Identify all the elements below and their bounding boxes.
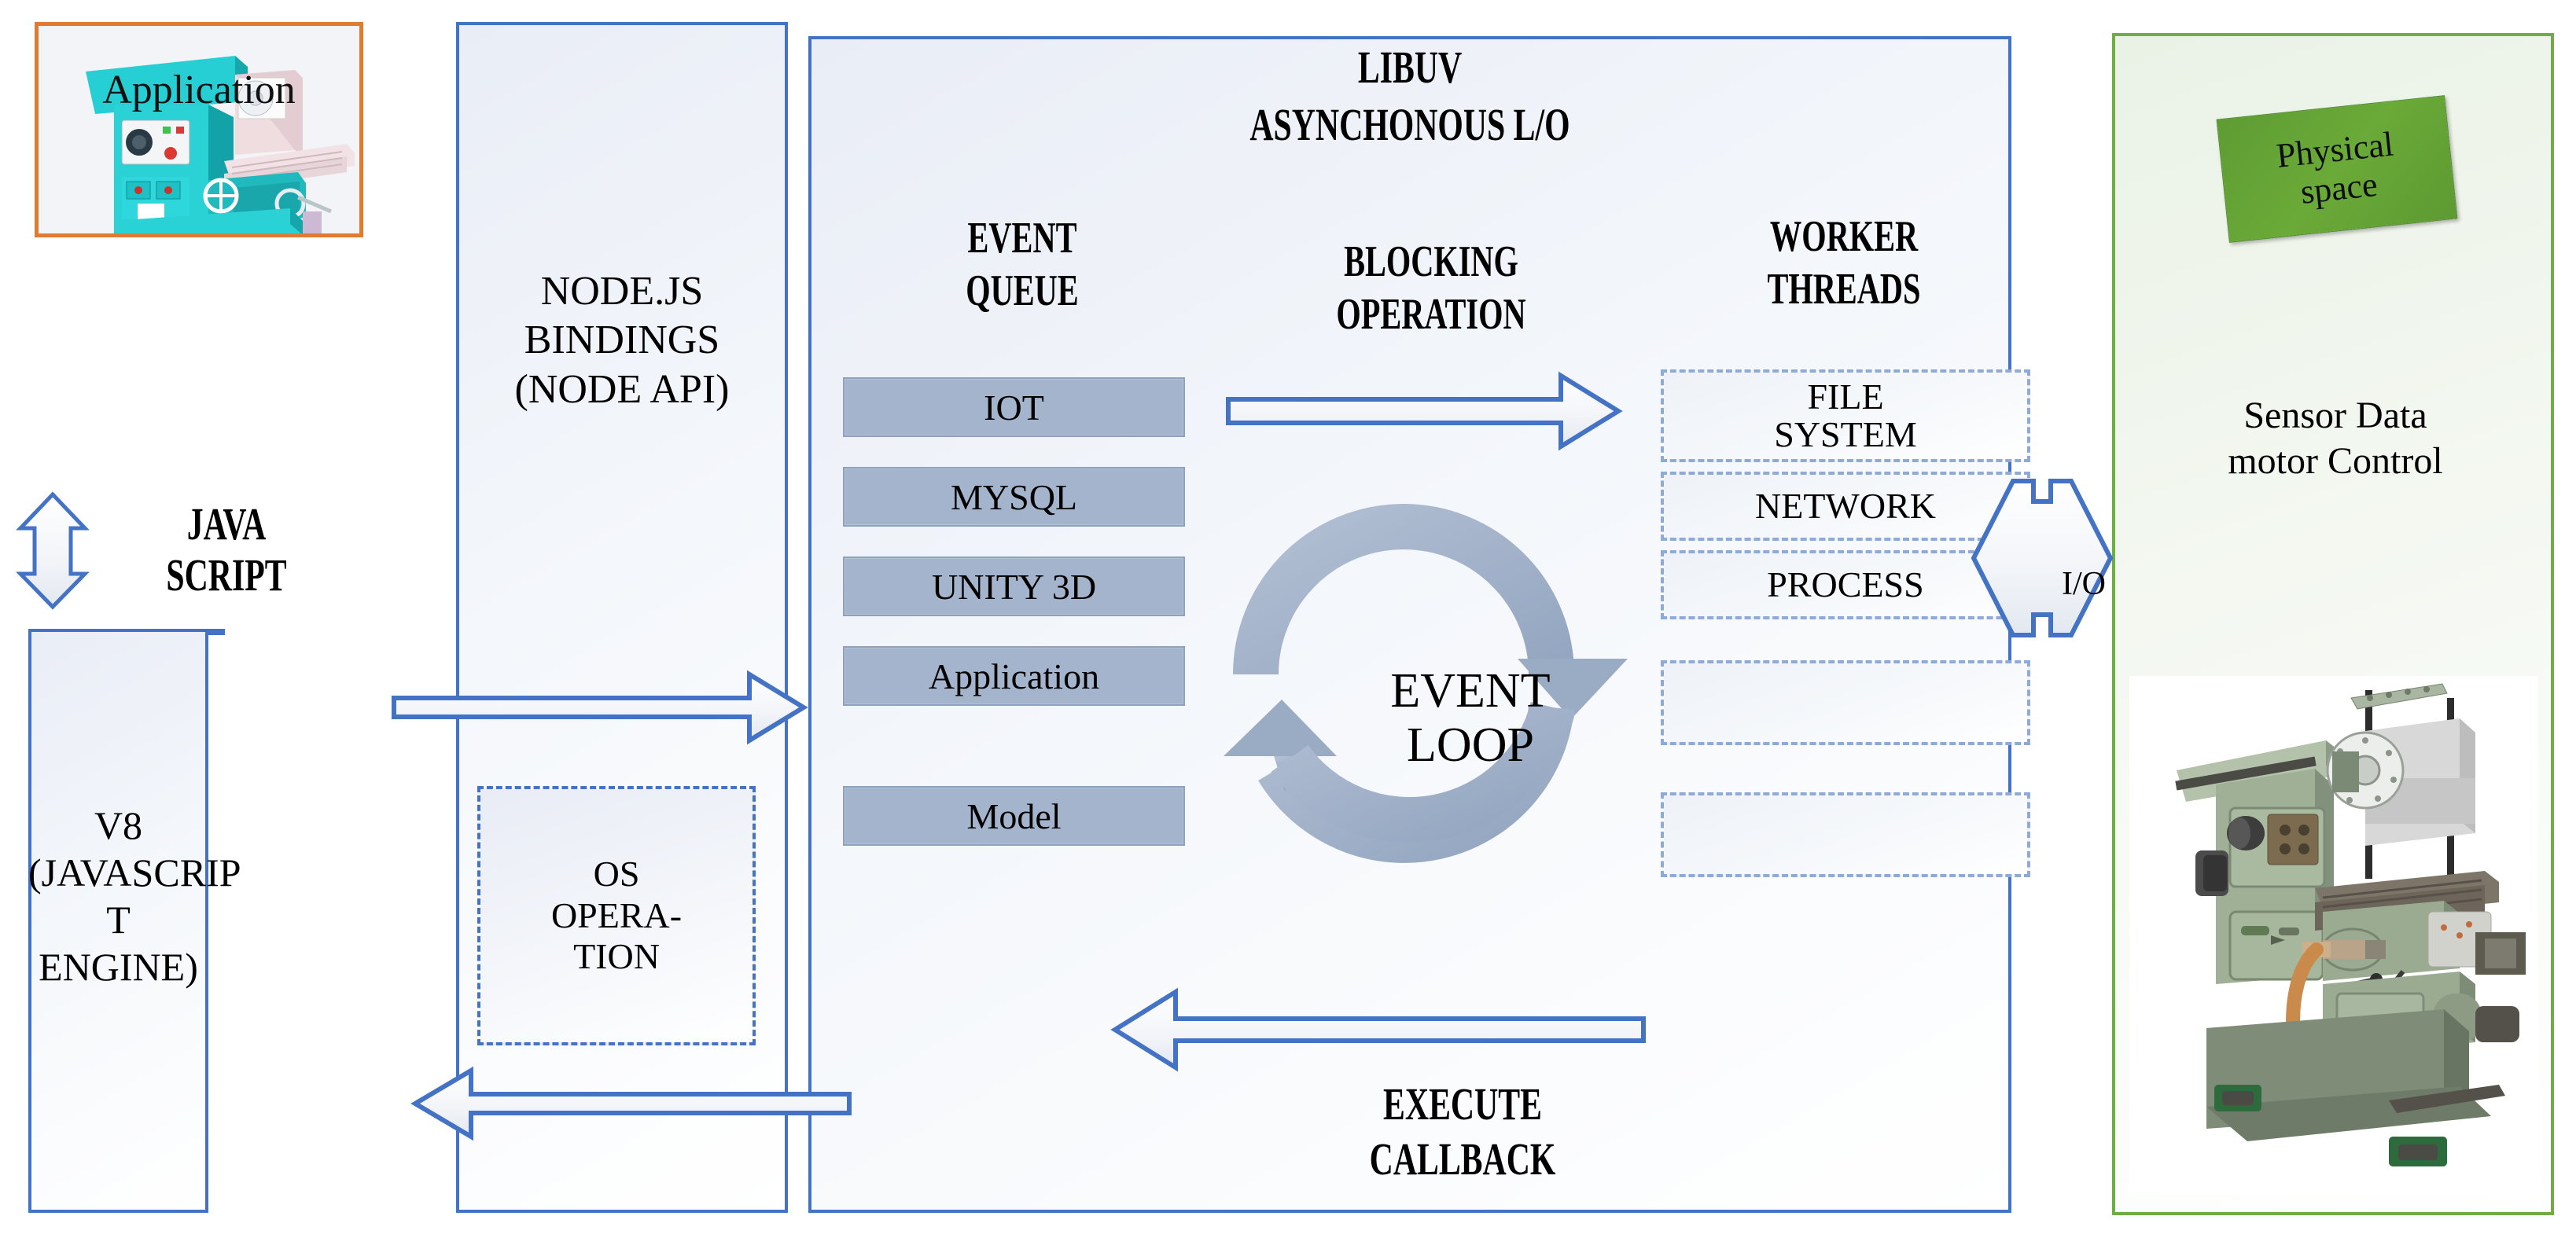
- event-queue-item-unity-3d[interactable]: UNITY 3D: [843, 557, 1185, 616]
- blocking-operation-header: BLOCKING OPERATION: [1336, 237, 1526, 340]
- worker-thread-file-system[interactable]: FILE SYSTEM: [1661, 369, 2030, 462]
- os-operation-box: OS OPERA- TION: [477, 786, 756, 1045]
- event-queue-item-model[interactable]: Model: [843, 786, 1185, 846]
- worker-threads-header: WORKER THREADS: [1767, 212, 1921, 314]
- physical-space-note: Physical space: [2216, 95, 2458, 243]
- v8-panel-label: V8 (JAVASCRIP T ENGINE): [28, 803, 241, 989]
- event-queue-item-iot[interactable]: IOT: [843, 377, 1185, 437]
- io-connector-label: I/O: [2062, 566, 2106, 602]
- milling-machine-cad-image: [39, 26, 359, 233]
- application-image-frame: [35, 22, 363, 237]
- javascript-arrow-label: JAVA SCRIPT: [166, 498, 287, 601]
- application-label: Application: [102, 68, 296, 112]
- event-queue-item-mysql[interactable]: MYSQL: [843, 467, 1185, 527]
- worker-thread-empty-1[interactable]: [1661, 660, 2030, 745]
- v8-panel: [28, 629, 208, 1213]
- libuv-title: LIBUV ASYNCHONOUS L/O: [1249, 42, 1570, 150]
- milling-machine-photo: [2129, 676, 2538, 1195]
- worker-thread-empty-2[interactable]: [1661, 792, 2030, 877]
- execute-callback-label: EXECUTE CALLBACK: [1369, 1078, 1556, 1185]
- javascript-double-arrow-icon: [16, 491, 90, 610]
- worker-thread-process[interactable]: PROCESS: [1661, 550, 2030, 619]
- event-queue-header: EVENT QUEUE: [966, 214, 1079, 316]
- event-loop-label: EVENT LOOP: [1390, 664, 1551, 773]
- nodejs-bindings-label: NODE.JS BINDINGS (NODE API): [514, 269, 730, 412]
- physical-space-caption: Sensor Data motor Control: [2228, 395, 2443, 482]
- worker-thread-network[interactable]: NETWORK: [1661, 472, 2030, 541]
- event-queue-item-application[interactable]: Application: [843, 646, 1185, 706]
